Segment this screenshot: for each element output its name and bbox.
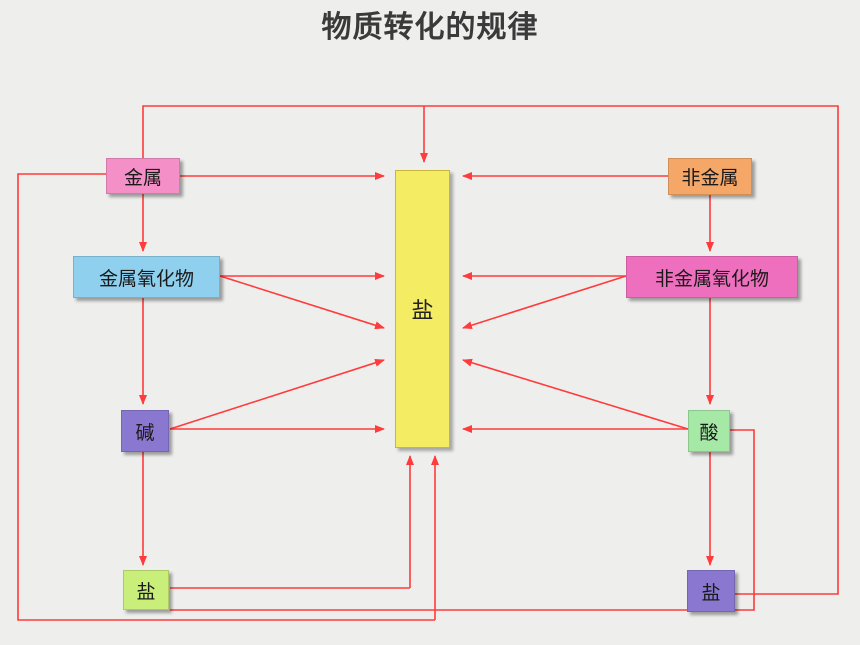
arrow-acid-to-salt-diag: [462, 358, 689, 430]
loop-left-wire: [17, 173, 435, 621]
metal-oxide-box: 金属氧化物: [73, 256, 220, 298]
arrow-nonmetaloxide-to-salt-2: [462, 275, 627, 330]
loop-top-wire: [142, 105, 839, 595]
diagram-title: 物质转化的规律: [321, 10, 539, 45]
base-box: 碱: [121, 410, 169, 452]
acid-box: 酸: [688, 410, 730, 452]
arrow-metaloxide-to-salt-2: [219, 275, 385, 330]
loop-acid-wire: [170, 429, 755, 611]
nonmetal-oxide-box: 非金属氧化物: [626, 256, 798, 298]
metal-box: 金属: [106, 158, 180, 194]
salt-right-box: 盐: [687, 570, 735, 612]
center-salt-box: 盐: [395, 170, 450, 448]
nonmetal-box: 非金属: [668, 158, 752, 195]
arrow-base-to-salt-diag: [169, 358, 385, 430]
salt-left-box: 盐: [123, 570, 169, 610]
